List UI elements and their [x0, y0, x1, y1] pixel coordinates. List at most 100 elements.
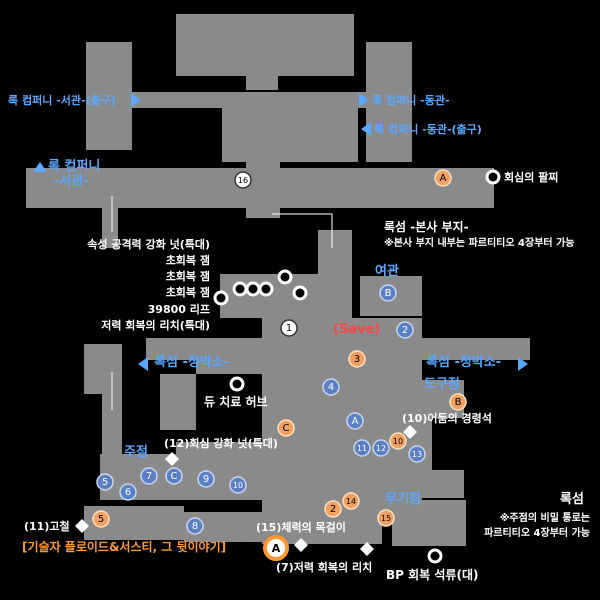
label-stamina-riche-7: (7)저력 회복의 리치 [276, 561, 373, 574]
label-island: 록섬 [560, 492, 584, 507]
marker-label: B [385, 288, 392, 299]
marker-label: 3 [354, 354, 360, 365]
marker-circle [165, 467, 183, 485]
marker-m3[interactable]: 3 [348, 350, 366, 368]
marker-label: 8 [192, 521, 198, 532]
marker-circle [277, 419, 295, 437]
marker-circle [434, 169, 452, 187]
marker-label: 10 [233, 481, 243, 490]
marker-label: C [171, 471, 178, 482]
marker-label: 15 [381, 514, 391, 523]
marker-label: 11 [357, 444, 367, 453]
marker-circle [229, 476, 247, 494]
ring-icon [245, 281, 261, 297]
arrow-right-icon [518, 357, 528, 371]
marker-label: 5 [98, 514, 104, 525]
start-halo [263, 535, 289, 561]
arrow-left-icon [361, 122, 371, 136]
marker-circle [346, 412, 364, 430]
marker-m5o[interactable]: 5 [92, 510, 110, 528]
marker-mC[interactable]: C [277, 419, 295, 437]
marker-m8[interactable]: 8 [186, 517, 204, 535]
ring-icon [232, 281, 248, 297]
marker-mB_inn[interactable]: B [379, 284, 397, 302]
marker-circle [186, 517, 204, 535]
marker-m2[interactable]: 2 [396, 321, 414, 339]
marker-m2o[interactable]: 2 [324, 500, 342, 518]
label-elite-gem-1: 초회복 잼 [165, 254, 210, 267]
ring-icon [258, 281, 274, 297]
marker-m6[interactable]: 6 [119, 483, 137, 501]
marker-m4[interactable]: 4 [322, 378, 340, 396]
marker-mA_mid[interactable]: A [346, 412, 364, 430]
marker-m9[interactable]: 9 [197, 470, 215, 488]
label-weapon-shop[interactable]: 무기점 [385, 492, 421, 507]
label-inn[interactable]: 여관 [375, 264, 399, 279]
marker-m10o[interactable]: 10 [389, 432, 407, 450]
marker-m14[interactable]: 14 [342, 492, 360, 510]
marker-circle [96, 473, 114, 491]
ring-icon [229, 376, 245, 392]
diamond-icon [75, 519, 89, 533]
ring-icon [292, 285, 308, 301]
marker-circle [377, 509, 395, 527]
marker-circle [353, 439, 371, 457]
start-marker-a[interactable]: A [263, 535, 289, 561]
marker-mC2[interactable]: C [165, 467, 183, 485]
marker-label: 10 [393, 437, 403, 446]
marker-m11[interactable]: 11 [353, 439, 371, 457]
label-anchorage-west[interactable]: 록섬 -정박소- [154, 355, 230, 370]
marker-label: 12 [376, 444, 386, 453]
marker-mB_tool[interactable]: B [449, 393, 467, 411]
label-bp-stone: BP 회복 석류(대) [386, 568, 479, 582]
marker-label: C [283, 423, 290, 434]
diamond-icon [294, 538, 308, 552]
label-stamina-necklace: (15)체력의 목걸이 [256, 521, 346, 534]
marker-circle [197, 470, 215, 488]
marker-circle [372, 439, 390, 457]
label-west-exit[interactable]: 록 컴퍼니 -서관-(출구) [8, 94, 116, 107]
label-elite-gem-3: 초회복 잼 [165, 286, 210, 299]
marker-m12[interactable]: 12 [372, 439, 390, 457]
marker-circle [140, 467, 158, 485]
marker-m5[interactable]: 5 [96, 473, 114, 491]
marker-label: 4 [328, 382, 334, 393]
marker-label: A [352, 416, 359, 427]
label-east-exit[interactable]: 록 컴퍼니 -동관-(출구) [374, 123, 482, 136]
marker-m13[interactable]: 13 [408, 445, 426, 463]
label-save[interactable]: (Save) [333, 322, 381, 337]
label-leaf-39800: 39800 리프 [147, 303, 210, 316]
direction-arrows [33, 93, 528, 371]
label-liquor-store[interactable]: 주점 [124, 445, 148, 460]
marker-m15[interactable]: 15 [377, 509, 395, 527]
marker-m16[interactable]: 16 [234, 171, 252, 189]
marker-label: 5 [102, 477, 108, 488]
marker-circle [449, 393, 467, 411]
label-anchorage-east[interactable]: 록섬 -정박소- [426, 355, 502, 370]
marker-label: 14 [346, 497, 356, 506]
marker-circle [379, 284, 397, 302]
marker-m1[interactable]: 1 [280, 319, 298, 337]
marker-mA_top[interactable]: A [434, 169, 452, 187]
label-west-wing-1[interactable]: 록 컴퍼니 [48, 159, 101, 174]
marker-m7[interactable]: 7 [140, 467, 158, 485]
label-darkness-note: (10)어둠의 경령석 [402, 412, 492, 425]
marker-label: 13 [412, 450, 422, 459]
marker-circle [396, 321, 414, 339]
label-hq-note: ※본사 부지 내부는 파르티티오 4장부터 가능 [384, 238, 575, 249]
marker-label: A [440, 173, 447, 184]
marker-circle [389, 432, 407, 450]
label-quest[interactable]: [기술자 플로이드&서스티, 그 뒷이야기] [22, 540, 227, 554]
label-west-wing-2[interactable]: -서관- [54, 174, 89, 189]
marker-circle [408, 445, 426, 463]
ring-icon [277, 269, 293, 285]
map-floor [26, 14, 530, 546]
marker-label: 6 [125, 487, 131, 498]
label-tool-shop[interactable]: 도구점 [424, 377, 460, 392]
marker-label: B [455, 397, 462, 408]
label-east-wing[interactable]: 록 컴퍼니 -동관- [372, 94, 450, 107]
label-stamina-riche: 저력 회복의 리치(특대) [101, 319, 210, 332]
marker-m10[interactable]: 10 [229, 476, 247, 494]
marker-label: 7 [146, 471, 152, 482]
